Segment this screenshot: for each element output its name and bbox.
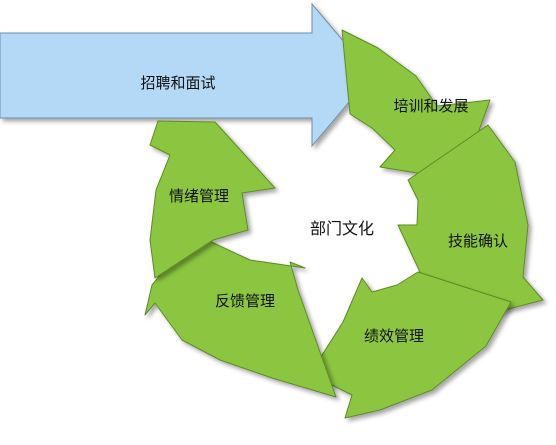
stage-label-training: 培训和发展: [393, 97, 468, 115]
cycle-segment-emotion: [149, 120, 276, 279]
recruitment-arrow: [0, 2, 373, 148]
cycle-segment-performance: [309, 271, 512, 419]
stage-label-skills: 技能确认: [448, 232, 508, 250]
stage-label-performance: 绩效管理: [364, 327, 424, 345]
stage-label-emotion: 情绪管理: [169, 187, 229, 205]
recruitment-label: 招聘和面试: [140, 74, 215, 92]
center-label: 部门文化: [310, 219, 374, 238]
stage-label-feedback: 反馈管理: [215, 292, 275, 310]
